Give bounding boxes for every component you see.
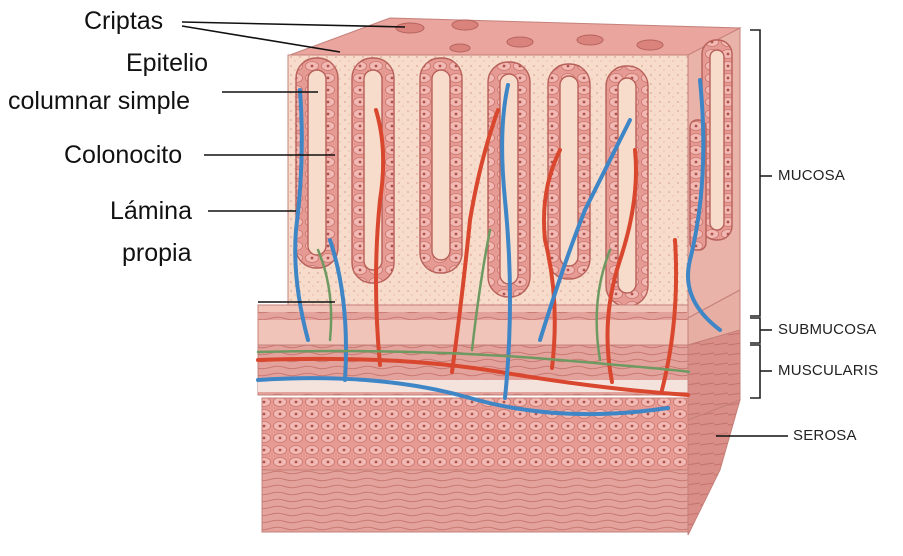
label-serosa: SEROSA xyxy=(793,427,857,444)
muscle-cells-layer xyxy=(262,398,688,470)
serosa-front xyxy=(262,470,688,532)
label-muscularis: MUSCULARIS xyxy=(778,362,878,379)
label-colonocito: Colonocito xyxy=(64,140,182,170)
submucosa-bracket xyxy=(750,318,760,343)
label-mucosa: MUCOSA xyxy=(778,167,845,184)
muscularis-bracket xyxy=(750,345,760,398)
label-epitelio: Epitelio xyxy=(126,48,208,78)
serosa-side xyxy=(688,400,740,535)
label-submucosa: SUBMUCOSA xyxy=(778,321,876,338)
label-columnar-simple: columnar simple xyxy=(8,86,190,116)
label-criptas: Criptas xyxy=(84,6,163,36)
label-propia: propia xyxy=(122,238,192,268)
mucosa-bracket xyxy=(750,30,760,316)
label-lamina: Lámina xyxy=(110,196,192,226)
layer-brackets xyxy=(750,30,772,398)
